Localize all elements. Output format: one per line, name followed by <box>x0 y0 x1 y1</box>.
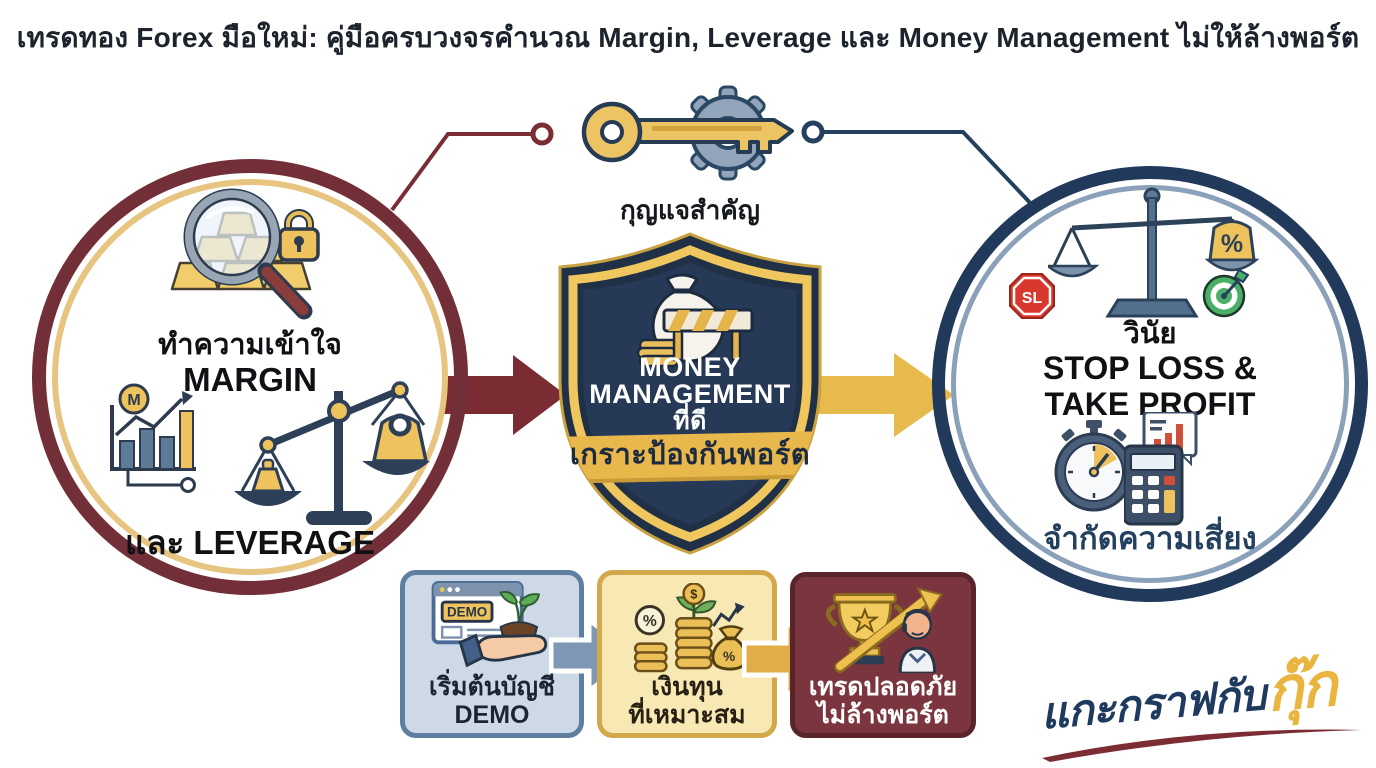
shield-icon <box>558 232 822 555</box>
left-circle-heading-en: MARGIN <box>183 361 317 398</box>
m-coin-letter: M <box>127 392 140 409</box>
right-circle-footer: จำกัดความเสี่ยง <box>1043 521 1257 556</box>
demo-badge-text: DEMO <box>447 604 487 619</box>
shield-line1: MONEY <box>639 352 741 382</box>
connector-line-right <box>801 120 1037 210</box>
flow-arrow-right-icon <box>786 353 954 437</box>
percent-glyph: % <box>723 649 735 664</box>
sl-badge-text: SL <box>1022 290 1043 307</box>
capital-coins-icon: $ % % <box>633 583 748 673</box>
connector-line-left <box>390 122 554 212</box>
shield-line2: MANAGEMENT <box>589 379 791 409</box>
dollar-glyph: $ <box>690 587 697 602</box>
percent-glyph: % <box>643 613 657 630</box>
target-dart-icon <box>1202 268 1250 318</box>
key-caption: กุญแจสำคัญ <box>620 195 760 225</box>
key-gear-icon <box>581 85 794 181</box>
left-circle-heading-th: ทำความเข้าใจ <box>158 329 342 361</box>
justice-scale-icon: % <box>1048 187 1260 318</box>
margin-leverage-circle: ทำความเข้าใจ MARGIN M <box>32 159 468 595</box>
lock-icon <box>278 209 320 262</box>
demo-account-icon: DEMO <box>431 581 548 668</box>
shield-line3: ที่ดี <box>673 407 707 435</box>
margin-chart-icon: M <box>110 383 196 493</box>
step2-line2: ที่เหมาะสม <box>628 701 746 729</box>
circle-inner-ring <box>52 179 448 575</box>
flow-arrow-left-icon <box>443 355 566 435</box>
shield-banner <box>560 430 820 485</box>
stopwatch-icon <box>1054 420 1134 512</box>
connector-node-icon <box>801 120 825 144</box>
brand-logo: แกะกราฟกับ กุ๊ก <box>1036 646 1372 762</box>
right-circle-line1: STOP LOSS & <box>1043 350 1257 386</box>
trophy-success-icon <box>825 587 943 673</box>
circle-inner-ring <box>951 185 1349 583</box>
magnifier-goldbars-lock-icon <box>170 188 320 320</box>
page-title: เทรดทอง Forex มือใหม่: คู่มือครบวงจรคำนว… <box>16 22 1360 53</box>
sl-stop-sign-icon: SL <box>1009 273 1055 319</box>
calculator-chart-icon <box>1124 412 1198 526</box>
percent-glyph: % <box>1221 230 1243 258</box>
stoploss-takeprofit-circle: % SL วินัย STOP LOSS & TAKE PROFIT <box>932 166 1368 602</box>
key-icon <box>581 101 794 163</box>
step-capital-box: $ % % เงินทุน ที่เหมาะสม <box>597 570 777 738</box>
step1-line2: DEMO <box>454 701 530 729</box>
left-circle-footer: และ LEVERAGE <box>125 524 375 561</box>
brand-underline-swoosh-icon <box>1042 729 1362 762</box>
shield-banner-text: เกราะป้องกันพอร์ต <box>569 439 811 471</box>
connector-node-icon <box>530 122 554 146</box>
moneybag-barrier-icon <box>636 273 754 368</box>
step3-line2: ไม่ล้างพอร์ต <box>817 701 949 729</box>
money-management-shield: MONEY MANAGEMENT ที่ดี เกราะป้องกันพอร์ต <box>546 228 834 558</box>
leverage-scale-icon <box>234 381 430 525</box>
step2-line1: เงินทุน <box>651 673 723 701</box>
step1-line1: เริ่มต้นบัญชี <box>429 673 555 701</box>
step-success-box: เทรดปลอดภัย ไม่ล้างพอร์ต <box>790 572 976 738</box>
step3-line1: เทรดปลอดภัย <box>808 673 958 701</box>
right-circle-heading: วินัย <box>1123 318 1177 350</box>
